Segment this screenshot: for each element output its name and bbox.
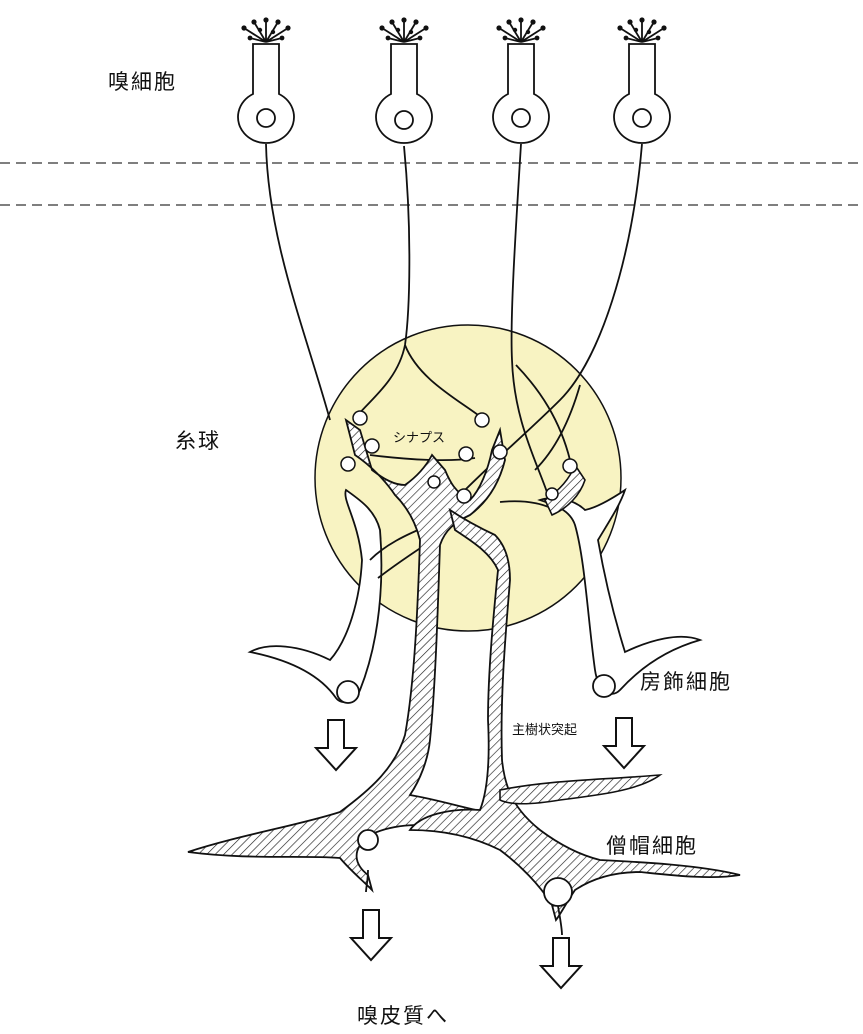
label-primary-dendrite: 主樹状突起 <box>512 719 577 738</box>
down-arrow-icon <box>316 720 356 770</box>
olfactory-receptor-cell <box>238 17 294 143</box>
label-olfactory-receptor-cells: 嗅細胞 <box>108 66 177 96</box>
label-mitral-cell: 僧帽細胞 <box>606 830 698 860</box>
olfactory-receptor-cell <box>493 17 549 143</box>
label-to-olfactory-cortex: 嗅皮質へ <box>357 1000 449 1030</box>
down-arrow-icon <box>351 910 391 960</box>
label-tufted-cell: 房飾細胞 <box>640 666 732 696</box>
olfactory-receptor-cell <box>376 17 432 143</box>
label-synapse: シナプス <box>393 427 445 446</box>
down-arrow-icon <box>604 718 644 768</box>
olfactory-receptor-cell <box>614 17 670 143</box>
label-glomerulus: 糸球 <box>175 425 221 455</box>
down-arrow-icon <box>541 938 581 988</box>
